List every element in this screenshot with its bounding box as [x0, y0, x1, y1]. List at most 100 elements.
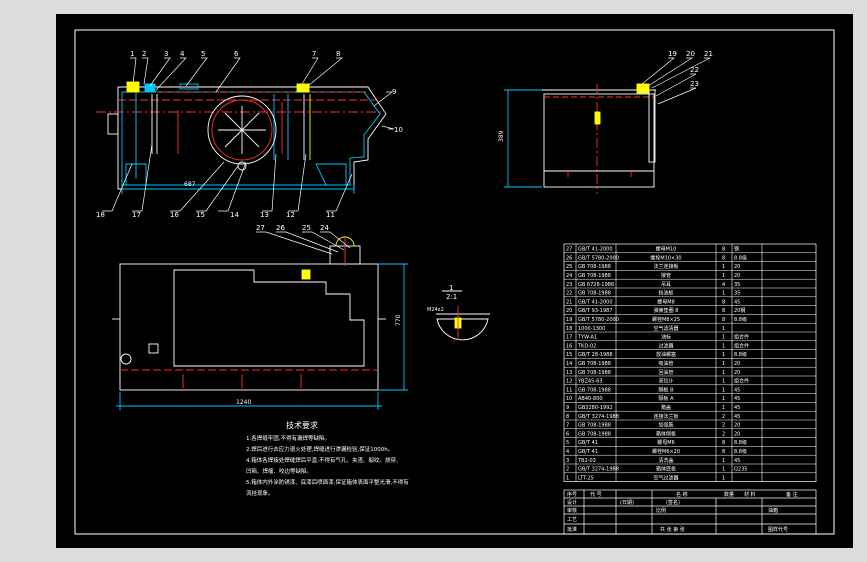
side-view: [504, 83, 656, 194]
bom-cell-code: GB/T 93-1987: [578, 308, 613, 314]
tech-line-6: 流挂现象。: [246, 489, 274, 497]
bom-cell-mat: 20: [734, 370, 740, 376]
bom-cell-name: 清洗盖: [658, 457, 673, 464]
bom-cell-qty: 1: [722, 467, 725, 473]
bom-cell-name: 箱体底板: [656, 466, 676, 473]
balloon-21: 21: [704, 50, 713, 58]
balloon-18: 18: [96, 211, 105, 219]
hdr-qty: 数量: [724, 491, 734, 498]
bom-cell-code: GB/T 41-2000: [578, 247, 613, 253]
bom-cell-name: 加强筋: [658, 422, 673, 429]
bom-cell-no: 21: [566, 299, 572, 305]
balloon-4: 4: [180, 50, 185, 58]
bom-cell-name: 箱盖: [661, 404, 671, 411]
bom-cell-no: 6: [566, 431, 569, 437]
bom-cell-no: 3: [566, 458, 569, 464]
section-label-den: 2:1: [446, 293, 457, 301]
bom-cell-code: GB/T 5780-2000: [578, 255, 619, 261]
bom-cell-name: 挡油板: [658, 290, 673, 297]
bom-cell-mat: 20: [734, 423, 740, 429]
bom-cell-qty: 8: [722, 449, 725, 455]
bom-cell-qty: 1: [722, 379, 725, 385]
border-frame: [74, 29, 835, 535]
bom-cell-qty: 1: [722, 458, 725, 464]
bom-cell-code: TKD-02: [577, 343, 596, 349]
tb-mark2: (签名): [666, 499, 680, 506]
bom-cell-qty: 2: [722, 431, 725, 437]
bom-cell-qty: 1: [722, 326, 725, 332]
bom-cell-name: 液位计: [658, 378, 673, 385]
detail-dim: M24x2: [427, 307, 444, 313]
bom-cell-no: 9: [566, 405, 569, 411]
bom-cell-code: GB 708-1988: [578, 431, 611, 437]
bom-cell-mat: 20钢: [734, 307, 745, 314]
hdr-no: 序号: [567, 491, 577, 498]
bom-cell-mat: 45: [734, 458, 740, 464]
bom-cell-mat: 组合件: [734, 342, 749, 349]
bom-cell-name: 空气过滤器: [653, 474, 678, 481]
bom-cell-code: GB 708-1988: [578, 387, 611, 393]
bom-cell-name: 吊耳: [661, 282, 671, 288]
section-detail: [436, 290, 490, 341]
bom-cell-code: GB/T 5780-2000: [578, 317, 619, 323]
bom-cell-code: GB 708-1988: [578, 423, 611, 429]
tech-line-3: 4.箱体各焊接处焊缝焊后平直,不得有气孔、夹渣、裂纹、烧穿、: [246, 456, 402, 464]
bom-cell-name: 弹簧垫圈 8: [654, 307, 679, 314]
bom-cell-code: 1000-1300: [578, 326, 605, 332]
bom-cell-no: 13: [566, 370, 572, 376]
bom-cell-mat: Q235: [734, 467, 747, 473]
tb-mark1: (日期): [620, 500, 634, 506]
front-width-dim: 687: [184, 181, 196, 188]
bom-cell-qty: 8: [722, 255, 725, 261]
bom-cell-mat: 8.8级: [734, 448, 747, 455]
bom-cell-mat: 45: [734, 414, 740, 420]
bom-cell-qty: 1: [722, 475, 725, 481]
balloon-24: 24: [320, 224, 329, 232]
hdr-name: 名 称: [676, 491, 688, 498]
bom-cell-qty: 4: [722, 282, 725, 288]
bom-cell-name: 螺栓M10×30: [650, 254, 681, 261]
plan-height-dim: 770: [395, 314, 402, 326]
title-block: [563, 489, 817, 535]
bom-cell-mat: 20: [734, 361, 740, 367]
balloon-23: 23: [690, 80, 699, 88]
bom-cell-qty: 1: [722, 352, 725, 358]
bom-cell-code: GB 708-1988: [578, 291, 611, 297]
side-height-dim: 389: [498, 130, 505, 142]
bom-cell-qty: 1: [722, 335, 725, 341]
bom-cell-mat: 45: [734, 299, 740, 305]
bom-cell-mat: 35: [734, 291, 740, 297]
bom-cell-name: 空气滤清器: [653, 325, 678, 332]
bom-cell-name: 隔板 A: [658, 395, 674, 402]
balloon-1: 1: [130, 50, 134, 58]
bom-cell-mat: 8.8级: [734, 439, 747, 446]
bom-cell-code: GB/T 41-2000: [578, 299, 613, 305]
bom-cell-no: 5: [566, 440, 569, 446]
tb-drawing-no: 图样代号: [768, 526, 788, 533]
bom-cell-no: 22: [566, 291, 572, 297]
tb-check: 审核: [567, 507, 577, 514]
bom-cell-qty: 8: [722, 299, 725, 305]
balloon-17: 17: [132, 211, 141, 219]
bom-cell-no: 1: [566, 475, 569, 481]
bom-cell-mat: 8.8级: [734, 351, 747, 358]
bom-cell-code: GB/T 3274-1988: [578, 467, 619, 473]
bom-cell-code: AB40-800: [578, 396, 603, 402]
bom-cell-no: 26: [566, 255, 572, 261]
bom-frame: [563, 243, 817, 482]
bom-cell-qty: 8: [722, 440, 725, 446]
bom-cell-name: 螺栓M8×25: [652, 316, 680, 323]
balloon-12: 12: [286, 211, 295, 219]
bom-cell-name: 隔板 B: [658, 386, 674, 393]
bom-cell-qty: 1: [722, 396, 725, 402]
bom-cell-mat: 35: [734, 282, 740, 288]
bom-cell-qty: 1: [722, 343, 725, 349]
balloon-22: 22: [690, 66, 699, 74]
bom-cell-mat: 8.8级: [734, 254, 747, 261]
tb-approve: 批准: [567, 526, 577, 533]
bom-cell-code: GB/T 41: [578, 440, 598, 446]
tb-craft: 工艺: [567, 517, 577, 523]
bom-cell-code: TYW-A1: [577, 335, 597, 341]
drawing-sheet: 687 1 2 3 4 5 6 7 8 9 10 11 12 13 14: [56, 14, 853, 548]
bom-cell-code: GB/T 41: [578, 449, 598, 455]
